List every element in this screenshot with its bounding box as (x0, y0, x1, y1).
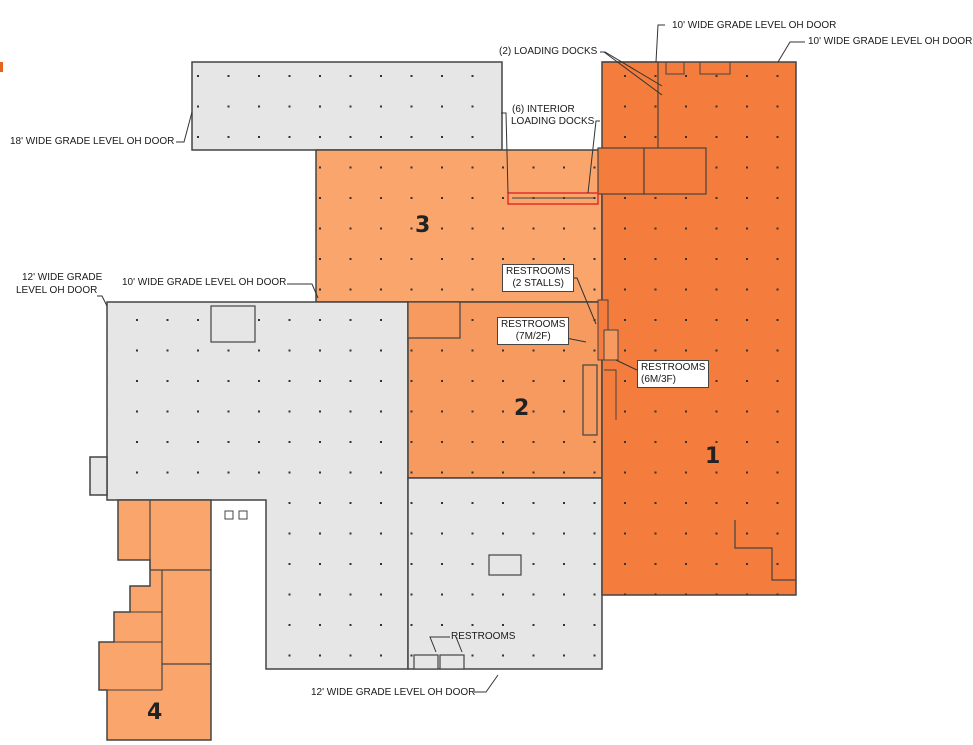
suite-2-office (407, 301, 461, 339)
door-12ft-left-line1: 12' WIDE GRADE (22, 272, 103, 283)
interior-loading-docks-highlight (507, 192, 599, 205)
suite-2-number: 2 (514, 396, 530, 421)
bottom-restroom-1 (413, 654, 439, 670)
suite-1-number: 1 (705, 444, 721, 469)
suite-2-restroom-block (582, 364, 598, 436)
interior-room (210, 305, 256, 343)
suite-4-number: 4 (147, 700, 163, 725)
door-10ft-mid-label: 10' WIDE GRADE LEVEL OH DOOR (122, 277, 287, 288)
restrooms-bottom-label: RESTROOMS (451, 631, 516, 642)
restrooms-7m2f-line2: (7M/2F) (515, 331, 551, 342)
restrooms-6m3f-line1: RESTROOMS (641, 362, 706, 373)
bottom-restroom-2 (439, 654, 465, 670)
restrooms-6m3f-line2: (6M/3F) (641, 374, 676, 385)
left-bump (89, 456, 108, 496)
suite-1-office-b (643, 147, 707, 195)
edge-marker (0, 62, 3, 72)
interior-docks-line1: (6) INTERIOR (512, 104, 575, 115)
suite-3-number: 3 (415, 213, 431, 238)
restrooms-6m3f-box: RESTROOMS (6M/3F) (637, 360, 710, 388)
door-10ft-top-b-label: 10' WIDE GRADE LEVEL OH DOOR (808, 36, 973, 47)
restrooms-2-stalls-line2: (2 STALLS) (512, 278, 564, 289)
door-12ft-bottom-label: 12' WIDE GRADE LEVEL OH DOOR (311, 687, 476, 698)
door-18ft-label: 18' WIDE GRADE LEVEL OH DOOR (10, 136, 175, 147)
door-12ft-left-line2: LEVEL OH DOOR (16, 285, 98, 296)
loading-docks-2-label: (2) LOADING DOCKS (499, 46, 598, 57)
door-10ft-top-a-label: 10' WIDE GRADE LEVEL OH DOOR (672, 20, 837, 31)
suite-1-office-a (597, 147, 645, 195)
restrooms-2-stalls-line1: RESTROOMS (506, 266, 571, 277)
restrooms-7m2f-line1: RESTROOMS (501, 319, 566, 330)
suite-1-dock-room (602, 61, 659, 148)
interior-box (488, 554, 522, 576)
restrooms-7m2f-box: RESTROOMS (7M/2F) (497, 317, 570, 345)
restrooms-2-stalls-box: RESTROOMS (2 STALLS) (502, 264, 575, 292)
interior-docks-line2: LOADING DOCKS (511, 116, 595, 127)
